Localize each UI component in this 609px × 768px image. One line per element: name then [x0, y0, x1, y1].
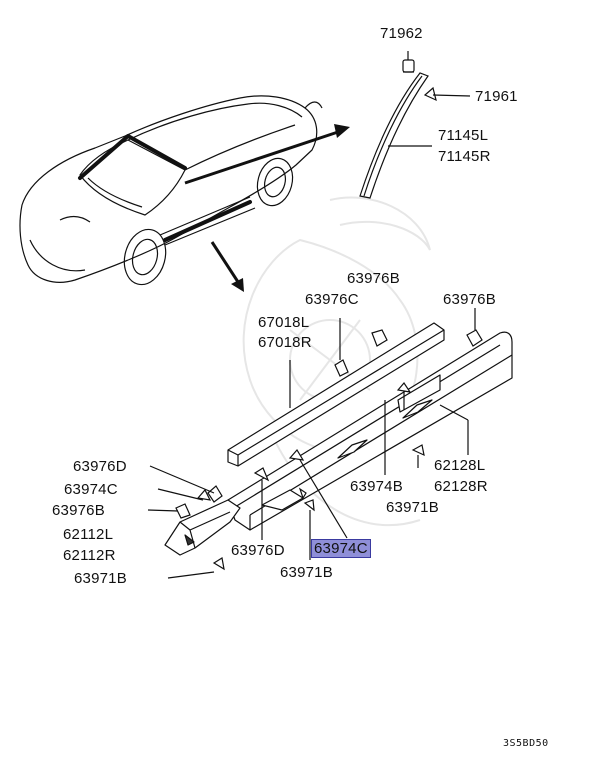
part-label-71962[interactable]: 71962 — [380, 25, 423, 42]
part-label-67018l[interactable]: 67018L — [258, 314, 310, 331]
part-label-63971b-mid[interactable]: 63971B — [280, 564, 333, 581]
pointer-arrow-to-molding — [185, 130, 344, 183]
part-label-62128l[interactable]: 62128L — [434, 457, 486, 474]
sill-front-piece — [165, 500, 240, 555]
sill-garnish-lower — [228, 332, 512, 530]
part-label-63976b-right[interactable]: 63976B — [443, 291, 496, 308]
screw-71961 — [425, 88, 470, 100]
part-label-71145r[interactable]: 71145R — [438, 148, 491, 165]
part-label-63971b-left[interactable]: 63971B — [74, 570, 127, 587]
diagram-code: 3S5BD50 — [503, 738, 549, 749]
part-label-63976c-top[interactable]: 63976C — [305, 291, 359, 308]
part-label-62112l[interactable]: 62112L — [63, 526, 114, 543]
part-label-63974c-highlighted[interactable]: 63974C — [311, 539, 371, 558]
clip-63976c-top — [335, 318, 348, 376]
screw-63971b-left — [168, 558, 224, 578]
screw-63971b-mid — [305, 500, 314, 560]
car-side-sill-highlight — [165, 202, 250, 240]
clip-63976b-left — [148, 504, 190, 518]
clip-63976d-left — [150, 466, 222, 502]
pillar-molding — [360, 73, 428, 198]
arrowhead-molding — [334, 124, 350, 138]
part-label-63976d-mid[interactable]: 63976D — [231, 542, 285, 559]
clip-63974c-left — [158, 489, 210, 500]
part-label-67018r[interactable]: 67018R — [258, 334, 312, 351]
car-windshield-frame — [80, 136, 185, 178]
clip-63974c-mid — [290, 450, 347, 538]
part-label-63976d-left[interactable]: 63976D — [73, 458, 127, 475]
part-label-63974b[interactable]: 63974B — [350, 478, 403, 495]
part-label-62128r[interactable]: 62128R — [434, 478, 488, 495]
part-label-63976b-left[interactable]: 63976B — [52, 502, 105, 519]
part-label-63971b-right[interactable]: 63971B — [386, 499, 439, 516]
car-outline — [20, 96, 322, 289]
part-label-62112r[interactable]: 62112R — [63, 547, 116, 564]
arrowhead-sill — [231, 278, 244, 292]
clip-63976b-top — [372, 330, 387, 346]
clip-63976d-mid — [255, 468, 268, 540]
part-label-63976b-top[interactable]: 63976B — [347, 270, 400, 287]
pointer-arrow-to-sill — [212, 242, 240, 285]
sill-garnish-upper — [228, 323, 444, 466]
part-label-71145l[interactable]: 71145L — [438, 127, 489, 144]
part-label-71961[interactable]: 71961 — [475, 88, 518, 105]
clip-63974b — [385, 383, 410, 475]
clip-63976b-right — [467, 308, 482, 346]
clip-71962 — [403, 60, 414, 72]
screw-63971b-right — [413, 445, 424, 468]
part-label-63974c-left[interactable]: 63974C — [64, 481, 118, 498]
